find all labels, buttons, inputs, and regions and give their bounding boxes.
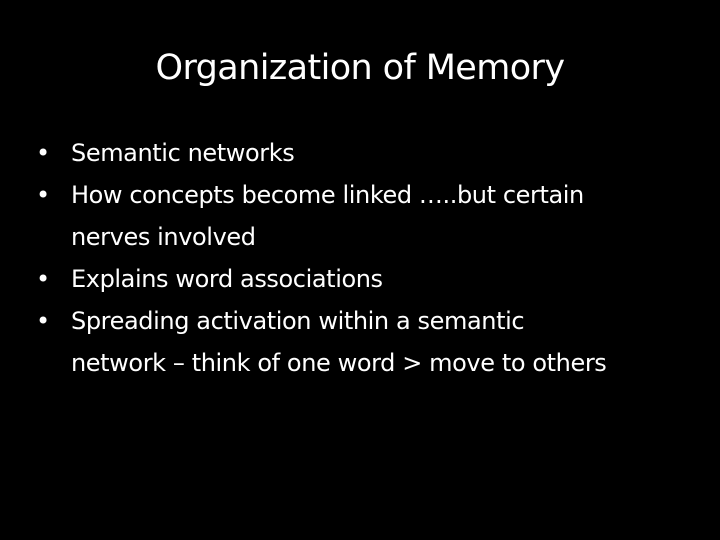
bullet-text: Semantic networks: [71, 139, 295, 167]
bullet-item-word-associations: • Explains word associations: [36, 258, 696, 300]
bullet-icon: •: [36, 139, 50, 167]
bullet-text: Explains word associations: [71, 265, 383, 293]
bullet-item-spreading-activation: • Spreading activation within a semantic…: [36, 300, 696, 384]
bullet-item-semantic-networks: • Semantic networks: [36, 132, 696, 174]
bullet-text-line-1: How concepts become linked …..but certai…: [71, 181, 584, 209]
bullet-text-line-2: nerves involved: [71, 223, 256, 251]
bullet-item-concepts-linked: • How concepts become linked …..but cert…: [36, 174, 696, 258]
bullet-text-line-2: network – think of one word > move to ot…: [71, 349, 607, 377]
bullet-text-line-1: Spreading activation within a semantic: [71, 307, 525, 335]
slide-title: Organization of Memory: [155, 48, 565, 88]
bullet-list: • Semantic networks • How concepts becom…: [36, 132, 696, 384]
bullet-icon: •: [36, 181, 50, 209]
bullet-icon: •: [36, 307, 50, 335]
bullet-icon: •: [36, 265, 50, 293]
